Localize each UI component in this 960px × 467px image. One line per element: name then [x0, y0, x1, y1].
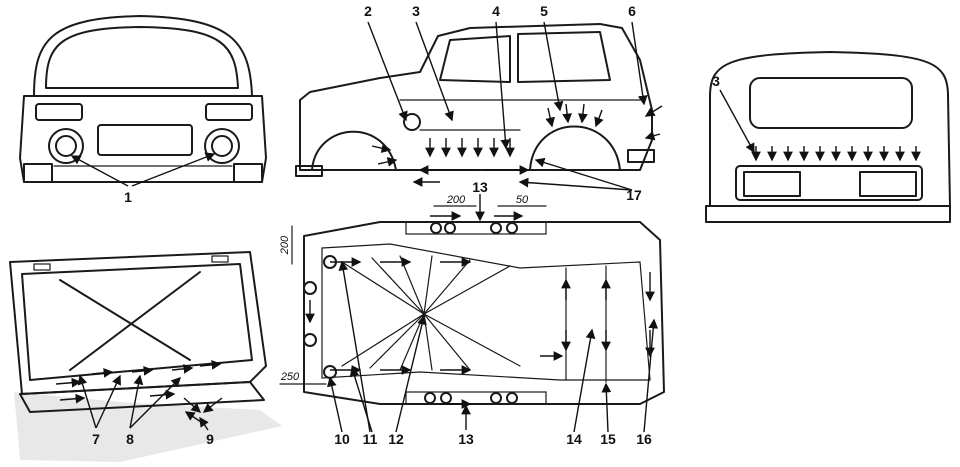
dimension-250: 250 [280, 371, 300, 383]
dimension-labels: 200 50 200 250 [279, 194, 529, 383]
callout-6: 6 [628, 3, 636, 19]
rear-drain-arrows [751, 146, 921, 162]
side-view [295, 21, 663, 191]
callout-8: 8 [126, 431, 134, 447]
callout-13-top: 13 [472, 179, 488, 195]
callout-1: 1 [124, 189, 132, 205]
callout-10: 10 [334, 431, 350, 447]
hood-view [9, 251, 282, 462]
rear-view [705, 51, 951, 223]
underbody-fan-lines [341, 255, 521, 371]
callout-3: 3 [412, 3, 420, 19]
callout-13-bottom: 13 [458, 431, 474, 447]
callout-2: 2 [364, 3, 372, 19]
underbody-arrows [305, 211, 655, 409]
callout-7: 7 [92, 431, 100, 447]
dimension-50: 50 [516, 194, 529, 206]
callout-17: 17 [626, 187, 642, 203]
callout-3-rear: 3 [712, 73, 720, 89]
callout-15: 15 [600, 431, 616, 447]
side-drain-arrows [371, 103, 663, 175]
front-view [19, 15, 267, 187]
callout-16: 16 [636, 431, 652, 447]
dimension-200-top: 200 [446, 194, 466, 206]
callout-4: 4 [492, 3, 500, 19]
underbody-view [279, 194, 665, 433]
callout-5: 5 [540, 3, 548, 19]
callout-11: 11 [363, 431, 378, 447]
callout-9: 9 [206, 431, 214, 447]
callout-12: 12 [388, 431, 404, 447]
dimension-200-side: 200 [279, 235, 291, 255]
callout-labels: 1 2 3 4 5 6 3 13 17 7 8 9 10 11 12 13 14… [92, 3, 720, 447]
hood-arrows [55, 359, 223, 425]
callout-14: 14 [566, 431, 582, 447]
